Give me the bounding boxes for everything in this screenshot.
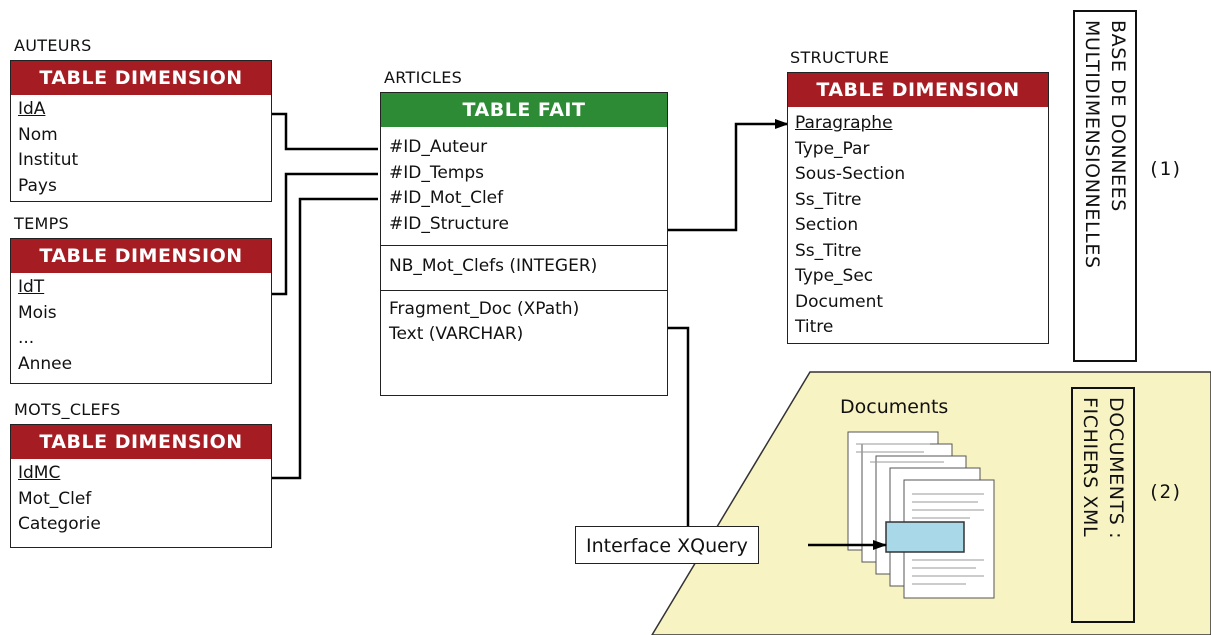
temps-header: TABLE DIMENSION — [11, 239, 271, 273]
document-pages-icon — [847, 431, 995, 599]
base-label-line1: BASE DE DONNEES — [1107, 20, 1129, 212]
mots-clefs-field-categorie: Categorie — [18, 514, 101, 534]
structure-field-titre: Titre — [795, 317, 834, 337]
temps-field-ellipsis: ... — [18, 328, 35, 348]
articles-text: Text (VARCHAR) — [389, 324, 524, 344]
structure-title: STRUCTURE — [790, 48, 890, 67]
structure-field-type-par: Type_Par — [795, 138, 870, 159]
documents-title: Documents — [840, 396, 949, 418]
highlighted-fragment — [885, 521, 965, 553]
docs-label-box: DOCUMENTS : FICHIERS XML — [1071, 387, 1135, 623]
docs-label-number: (2) — [1148, 481, 1183, 503]
auteurs-field-pays: Pays — [18, 175, 57, 196]
structure-field-sous-section: Sous-Section — [795, 164, 906, 184]
temps-field-mois: Mois — [18, 302, 57, 323]
structure-field-ss-titre-1: Ss_Titre — [795, 189, 862, 210]
articles-header: TABLE FAIT — [381, 93, 667, 127]
articles-measure: NB_Mot_Clefs (INTEGER) — [389, 256, 598, 276]
auteurs-header: TABLE DIMENSION — [11, 61, 271, 95]
temps-field-annee: Annee — [18, 353, 73, 374]
auteurs-title: AUTEURS — [14, 36, 92, 55]
base-label-box: BASE DE DONNEES MULTIDIMENSIONNELLES — [1073, 10, 1137, 362]
articles-table: TABLE FAIT #ID_Auteur #ID_Temps #ID_Mot_… — [380, 92, 668, 396]
interface-xquery: Interface XQuery — [575, 526, 759, 564]
mots-clefs-table: TABLE DIMENSION IdMC Mot_Clef Categorie — [10, 424, 272, 548]
auteurs-field-ida: IdA — [18, 99, 46, 119]
structure-field-document: Document — [795, 291, 884, 312]
base-label-number: (1) — [1148, 158, 1183, 180]
base-label-line2: MULTIDIMENSIONNELLES — [1081, 20, 1103, 269]
structure-field-paragraphe: Paragraphe — [795, 113, 893, 133]
auteurs-field-nom: Nom — [18, 124, 58, 145]
auteurs-table: TABLE DIMENSION IdA Nom Institut Pays — [10, 60, 272, 202]
structure-field-type-sec: Type_Sec — [795, 266, 874, 286]
temps-table: TABLE DIMENSION IdT Mois ... Annee — [10, 238, 272, 384]
articles-key-structure: #ID_Structure — [389, 213, 509, 234]
temps-title: TEMPS — [14, 214, 69, 233]
docs-label-line1: DOCUMENTS : — [1105, 397, 1127, 540]
mots-clefs-title: MOTS_CLEFS — [14, 400, 121, 419]
structure-table: TABLE DIMENSION Paragraphe Type_Par Sous… — [787, 72, 1049, 344]
articles-key-auteur: #ID_Auteur — [389, 137, 488, 157]
mots-clefs-field-mot-clef: Mot_Clef — [18, 488, 92, 509]
articles-title: ARTICLES — [384, 68, 463, 87]
mots-clefs-field-idmc: IdMC — [18, 463, 61, 483]
structure-header: TABLE DIMENSION — [788, 73, 1048, 107]
structure-field-ss-titre-2: Ss_Titre — [795, 240, 862, 261]
structure-field-section: Section — [795, 215, 859, 235]
docs-label-line2: FICHIERS XML — [1079, 397, 1101, 538]
mots-clefs-header: TABLE DIMENSION — [11, 425, 271, 459]
articles-key-temps: #ID_Temps — [389, 162, 485, 183]
auteurs-field-institut: Institut — [18, 150, 79, 170]
articles-fragment-doc: Fragment_Doc (XPath) — [389, 298, 580, 319]
temps-field-idt: IdT — [18, 277, 45, 297]
articles-key-mot-clef: #ID_Mot_Clef — [389, 188, 504, 208]
